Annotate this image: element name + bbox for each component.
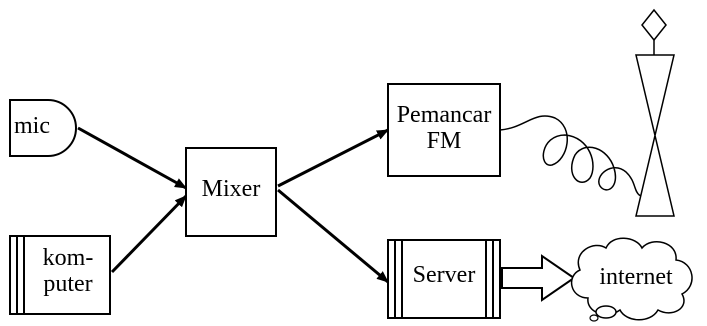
cloud-tiny-puff [589, 314, 599, 322]
pemancar-label-line1: Pemancar [396, 102, 492, 128]
mic-label: mic [14, 113, 50, 139]
arrow-mic-to-mixer [77, 126, 187, 190]
internet-label: internet [599, 264, 673, 290]
arrow-komputer-to-mixer [110, 194, 188, 274]
internet-cloud [570, 237, 693, 321]
antenna-tower [635, 8, 675, 217]
cloud-small-puff [595, 305, 617, 319]
mixer-label: Mixer [201, 176, 261, 202]
pemancar-label-line2: FM [426, 128, 462, 155]
hollow-arrow-server-to-internet [501, 254, 576, 302]
komputer-label-line1: kom- [42, 245, 94, 271]
komputer-box [9, 235, 111, 315]
server-box [387, 239, 501, 319]
mixer-box [185, 147, 277, 237]
coiled-cable [499, 115, 653, 198]
server-label: Server [412, 262, 476, 288]
komputer-label-line2: puter [43, 271, 93, 298]
arrow-mixer-to-server [277, 188, 389, 284]
pemancar-label: Pemancar FM [388, 102, 500, 155]
mic-shape [9, 99, 77, 157]
arrow-mixer-to-pemancar [277, 128, 389, 188]
komputer-label: kom- puter [30, 245, 106, 298]
